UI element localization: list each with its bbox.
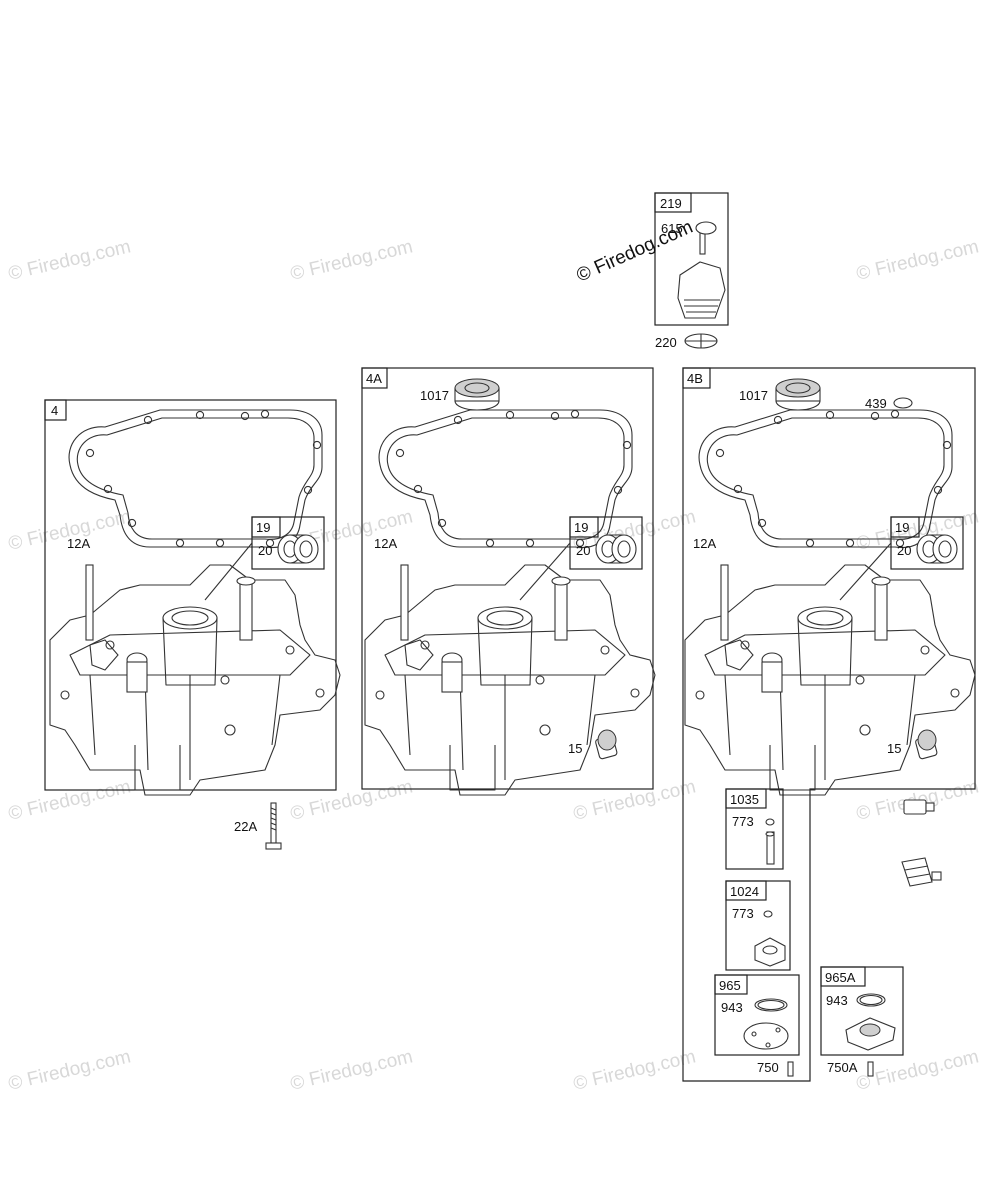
watermark: © Firedog.com (6, 236, 132, 285)
plug-15a (903, 799, 935, 815)
ref-4b: 4B (687, 371, 703, 386)
part-1017: 1017 (420, 388, 449, 403)
ref-19: 19 (256, 520, 270, 535)
watermark: © Firedog.com (288, 776, 414, 825)
ref-965: 965 (719, 978, 741, 993)
watermark: © Firedog.com (288, 236, 414, 285)
copyright-mark: © Firedog.com (573, 217, 696, 287)
group-1035: 1035 773 (725, 788, 784, 870)
part-20: 20 (576, 543, 590, 558)
part-12a: 12A (693, 536, 716, 551)
ref-219: 219 (660, 196, 682, 211)
part-615: 615 (661, 221, 683, 236)
part-943: 943 (826, 993, 848, 1008)
group-1024: 1024 773 (725, 880, 791, 971)
watermark: © Firedog.com (571, 776, 697, 825)
watermark: © Firedog.com (288, 1046, 414, 1095)
group-4b: 4B 1017 439 12A 19 20 15 (682, 367, 976, 1082)
screw-750a (867, 1061, 874, 1077)
part-943: 943 (721, 1000, 743, 1015)
group-4a: 4A 1017 12A 19 20 15 (361, 367, 656, 796)
part-1017: 1017 (739, 388, 768, 403)
part-15: 15 (568, 741, 582, 756)
ref-1024: 1024 (730, 884, 759, 899)
bolt-22a (265, 802, 282, 850)
part-750: 750 (757, 1060, 779, 1075)
watermark: © Firedog.com (6, 776, 132, 825)
group-4: 4 12A 19 20 (44, 399, 341, 796)
part-12a: 12A (374, 536, 397, 551)
part-773: 773 (732, 814, 754, 829)
part-20: 20 (258, 543, 272, 558)
ref-965a: 965A (825, 970, 856, 985)
screw-750 (787, 1061, 794, 1077)
watermark: © Firedog.com (6, 1046, 132, 1095)
sensor-239 (901, 857, 942, 887)
ref-4: 4 (51, 403, 58, 418)
watermark: © Firedog.com (854, 236, 980, 285)
part-773: 773 (732, 906, 754, 921)
part-439: 439 (865, 396, 887, 411)
part-22a: 22A (234, 819, 257, 834)
group-219: 219 615 © Firedog.com 220 (573, 192, 729, 350)
part-220: 220 (655, 335, 677, 350)
ref-1035: 1035 (730, 792, 759, 807)
group-965: 965 943 (714, 974, 800, 1056)
part-12a: 12A (67, 536, 90, 551)
group-965a: 965A 943 (820, 966, 904, 1056)
ref-19: 19 (574, 520, 588, 535)
part-15: 15 (887, 741, 901, 756)
ref-4a: 4A (366, 371, 382, 386)
part-20: 20 (897, 543, 911, 558)
part-750a: 750A (827, 1060, 858, 1075)
watermark: © Firedog.com (571, 1046, 697, 1095)
ref-19: 19 (895, 520, 909, 535)
